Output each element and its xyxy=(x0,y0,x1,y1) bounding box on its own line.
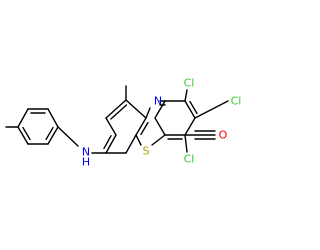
atom-label-n_amine: N xyxy=(82,146,90,159)
bond-single xyxy=(184,100,196,119)
atom-label-n_ring: N xyxy=(154,95,162,108)
bond-single xyxy=(105,134,117,154)
bond-single xyxy=(47,108,59,128)
bond-single xyxy=(154,117,166,136)
bond-double-inner xyxy=(189,100,198,115)
ring-bond xyxy=(135,134,142,146)
atom-label-cl1: Cl xyxy=(184,77,195,90)
atom-label-o1: O xyxy=(219,129,228,142)
atom-label-s1: S xyxy=(143,145,150,158)
bond-double-inner xyxy=(140,121,149,136)
bond-single xyxy=(105,117,117,136)
bond-single xyxy=(125,134,137,154)
chloro-bond xyxy=(184,134,188,153)
ring-bond xyxy=(145,107,151,119)
bonds-layer xyxy=(5,85,229,154)
bond-double-inner xyxy=(45,126,54,141)
bond-double-inner xyxy=(103,134,112,150)
bond-single xyxy=(17,108,29,128)
bond-double-inner xyxy=(110,104,128,120)
ring-bond xyxy=(151,134,166,146)
bond-single xyxy=(125,99,147,119)
bond-single xyxy=(105,99,127,119)
chloro-bond xyxy=(184,89,188,102)
bond-single xyxy=(135,117,147,136)
bond-single xyxy=(184,117,196,136)
atom-label-h_amine: H xyxy=(82,156,90,169)
chloro-bond xyxy=(194,100,229,119)
bond-single xyxy=(17,126,29,145)
ring-bond xyxy=(154,100,166,119)
atom-label-cl2: Cl xyxy=(231,95,242,108)
atom-label-cl3: Cl xyxy=(184,153,195,166)
bond-double-inner xyxy=(22,126,31,141)
bond-single xyxy=(47,126,59,145)
amine-bond xyxy=(57,126,79,147)
